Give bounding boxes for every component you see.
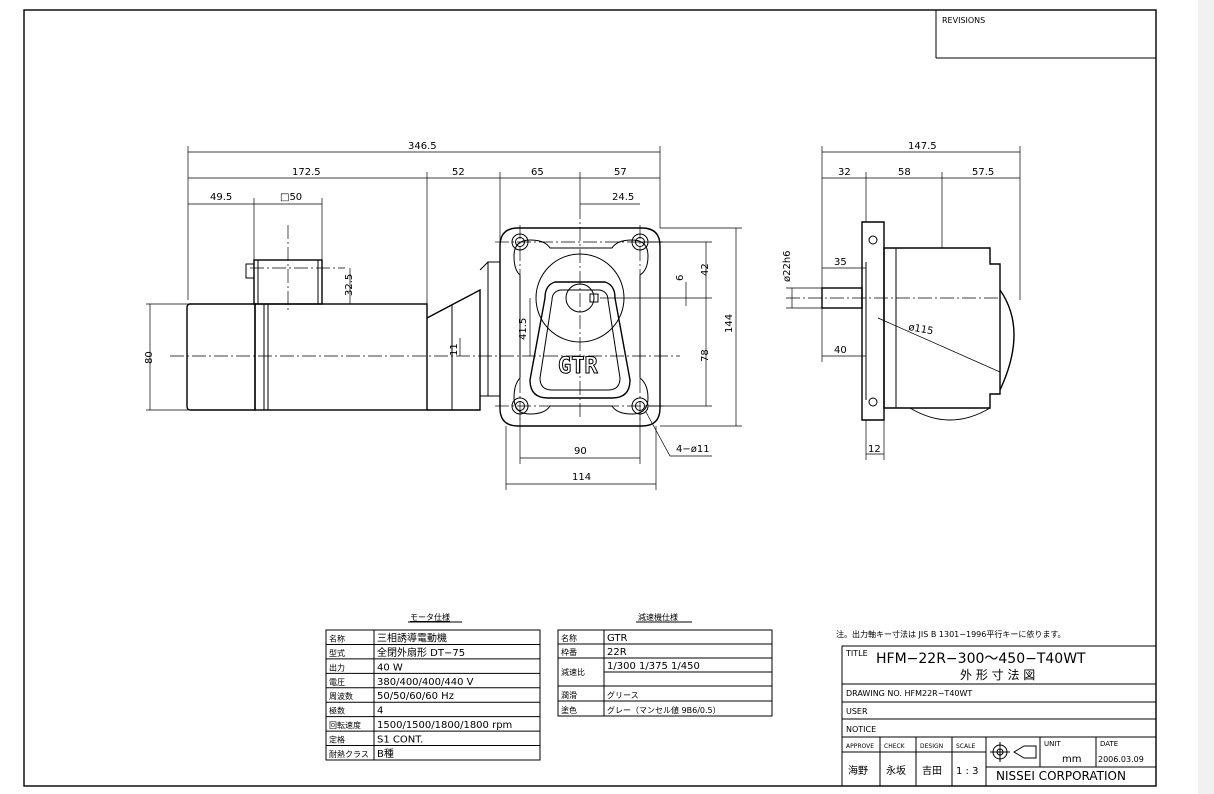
- motor-spec-value: 三相誘導電動機: [377, 631, 447, 644]
- reducer-spec-key: 枠番: [561, 647, 577, 657]
- vertical-scrollbar[interactable]: [1198, 0, 1214, 794]
- title-subtitle: 外 形 寸 法 図: [960, 668, 1035, 682]
- front-view: GTR 346.5 172.5 52 65 57 49.5 □50 24.5 3…: [144, 141, 742, 490]
- approver-name: 海野: [848, 764, 868, 777]
- reducer-spec-value: 22R: [607, 647, 627, 658]
- motor-spec-key: 周波数: [329, 691, 353, 701]
- checker-name: 永坂: [886, 764, 906, 777]
- dim-shaft-diameter: ø22h6: [782, 250, 793, 282]
- check-label: CHECK: [884, 743, 906, 750]
- reducer-spec-key: 潤滑: [561, 690, 577, 700]
- user-label: USER: [846, 707, 868, 716]
- title-block: TITLE HFM−22R−300〜450−T40WT 外 形 寸 法 図 DR…: [841, 645, 1157, 787]
- company-name: NISSEI CORPORATION: [996, 769, 1126, 783]
- dim-terminal-box: □50: [280, 192, 302, 203]
- dim-52: 52: [452, 167, 465, 178]
- designer-name: 吉田: [922, 765, 942, 777]
- date-label: DATE: [1100, 740, 1118, 748]
- notice-label: NOTICE: [846, 725, 876, 734]
- dim-side-overall: 147.5: [908, 141, 937, 152]
- dim-78: 78: [700, 349, 711, 362]
- dim-motor-length: 172.5: [292, 167, 321, 178]
- dim-overall-length: 346.5: [408, 141, 437, 152]
- reducer-spec-value: グリース: [607, 690, 639, 700]
- unit-value: mm: [1062, 754, 1081, 765]
- motor-spec-key: 出力: [329, 662, 345, 672]
- motor-spec-value: 全閉外扇形 DT−75: [377, 646, 465, 659]
- dim-65: 65: [531, 167, 544, 178]
- dim-90: 90: [574, 446, 587, 457]
- dim-144: 144: [724, 314, 735, 333]
- motor-spec-value: 50/50/60/60 Hz: [377, 691, 454, 702]
- reducer-spec-value: GTR: [607, 633, 628, 644]
- motor-spec-value: 380/400/400/440 V: [377, 677, 474, 688]
- dim-41-5: 41.5: [518, 318, 529, 340]
- motor-spec-key: 型式: [329, 648, 345, 658]
- dim-114: 114: [572, 472, 591, 483]
- motor-spec-value: 4: [377, 706, 383, 717]
- dim-side-32: 32: [838, 167, 851, 178]
- approve-label: APPROVE: [846, 743, 874, 750]
- dim-shaft-35: 35: [834, 257, 847, 268]
- motor-spec-key: 回転速度: [329, 720, 361, 730]
- dim-42: 42: [700, 263, 711, 276]
- motor-spec-value: B種: [377, 747, 394, 760]
- reducer-spec-key: 塗色: [561, 705, 577, 715]
- reducer-spec-value: 1/300 1/375 1/450: [607, 661, 700, 672]
- title-label: TITLE: [845, 649, 868, 658]
- reducer-spec-table: 減速機仕様 名称 GTR 枠番 22R 減速比 1/300 1/375 1/450 潤滑 グリ…: [557, 612, 773, 717]
- motor-spec-key: 極数: [329, 706, 345, 716]
- dim-11: 11: [449, 343, 460, 356]
- motor-spec-key: 定格: [329, 735, 345, 745]
- dim-side-58: 58: [898, 167, 911, 178]
- dim-terminal-offset: 49.5: [210, 192, 232, 203]
- motor-spec-value: S1 CONT.: [377, 735, 423, 746]
- gtr-logo: GTR: [558, 354, 598, 379]
- motor-spec-value: 40 W: [377, 662, 403, 673]
- side-view: 147.5 32 58 57.5 ø22h6 35 40 ø115 12: [782, 141, 1021, 460]
- motor-spec-value: 1500/1500/1800/1800 rpm: [377, 720, 512, 731]
- reducer-spec-title: 減速機仕様: [638, 612, 678, 622]
- reducer-spec-key: 名称: [561, 633, 577, 643]
- design-label: DESIGN: [920, 743, 943, 750]
- dim-key-6: 6: [675, 275, 686, 281]
- revisions-label: REVISIONS: [942, 16, 985, 25]
- scale-label: SCALE: [956, 743, 975, 750]
- reducer-spec-value: グレー（マンセル値 9B6/0.5）: [607, 705, 721, 715]
- unit-label: UNIT: [1044, 740, 1061, 748]
- dim-side-57-5: 57.5: [972, 167, 994, 178]
- motor-spec-key: 耐熱クラス: [329, 749, 369, 759]
- title-model: HFM−22R−300〜450−T40WT: [876, 651, 1086, 667]
- dim-pcd: ø115: [907, 322, 934, 337]
- date-value: 2006.03.09: [1098, 755, 1144, 764]
- reducer-spec-key: 減速比: [561, 667, 585, 677]
- dim-box-height: 32.5: [344, 274, 355, 296]
- dim-holes: 4−ø11: [676, 444, 710, 455]
- drawing-number: DRAWING NO. HFM22R−T40WT: [846, 689, 972, 698]
- dim-57: 57: [614, 167, 627, 178]
- motor-spec-title: モータ仕様: [410, 612, 450, 622]
- dim-motor-diameter: 80: [144, 351, 155, 364]
- dim-shaft-offset: 24.5: [612, 192, 634, 203]
- dim-flange-12: 12: [868, 444, 881, 455]
- drawing-border: [23, 9, 1157, 787]
- motor-spec-key: 電圧: [329, 678, 345, 687]
- third-angle-projection-icon: [990, 742, 1037, 762]
- dim-flange-40: 40: [834, 345, 847, 356]
- jis-note: 注。出力軸キー寸法は JIS B 1301−1996平行キーに依ります。: [836, 629, 1066, 639]
- revisions-box: REVISIONS: [935, 10, 1156, 59]
- scale-value: 1 : 3: [956, 766, 978, 777]
- motor-spec-key: 名称: [329, 633, 345, 643]
